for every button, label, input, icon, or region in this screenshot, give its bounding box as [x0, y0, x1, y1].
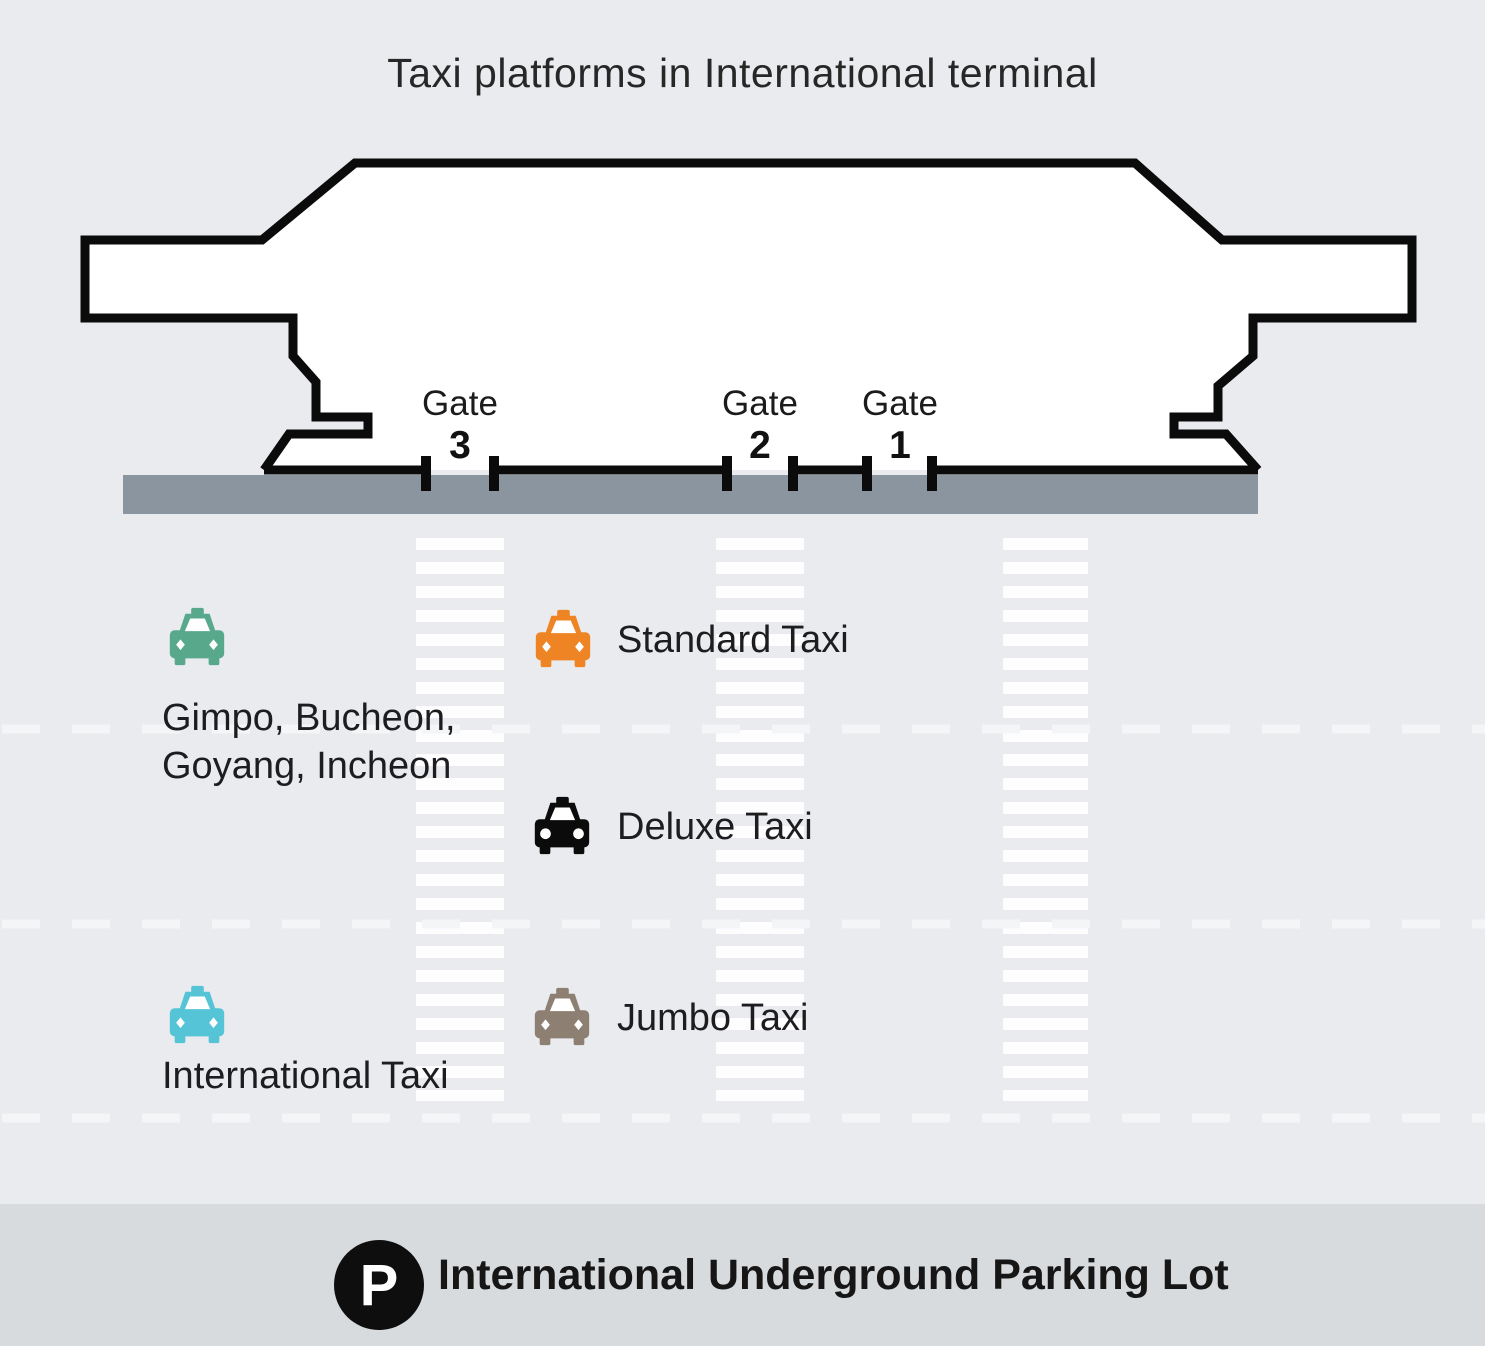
gate2-right-tick — [788, 456, 798, 491]
deluxe-taxi-label: Deluxe Taxi — [617, 806, 813, 848]
lane-dashes — [2, 724, 1485, 1123]
international-taxi-icon — [169, 985, 225, 1044]
gate2-left-tick — [722, 456, 732, 491]
parking-band — [0, 1204, 1485, 1346]
standard-taxi-label: Standard Taxi — [617, 619, 849, 661]
parking-symbol: P — [359, 1252, 399, 1318]
road-bar — [123, 475, 1258, 514]
regional-destinations-line2: Goyang, Incheon — [162, 745, 452, 787]
gate-2-word: Gate — [722, 384, 798, 423]
gate-3-number: 3 — [449, 424, 471, 467]
crosswalk-gate3 — [416, 538, 504, 1101]
page-title: Taxi platforms in International terminal — [387, 50, 1098, 96]
gate1-left-tick — [862, 456, 872, 491]
international-taxi-label: International Taxi — [162, 1055, 449, 1097]
jumbo-taxi-label: Jumbo Taxi — [617, 997, 809, 1039]
gate-1-label: Gate 1 — [830, 386, 970, 465]
regional-taxi-icon — [169, 607, 225, 666]
gate-1-number: 1 — [889, 424, 911, 467]
standard-taxi-icon — [535, 609, 591, 668]
crosswalk-gate2 — [716, 538, 804, 1101]
gate-3-word: Gate — [422, 384, 498, 423]
regional-taxi-destinations: Gimpo, Bucheon, Goyang, Incheon — [162, 694, 456, 790]
terminal-outline — [80, 158, 1417, 473]
gate-2-number: 2 — [749, 424, 771, 467]
deluxe-taxi-icon — [534, 796, 590, 855]
gate3-right-tick — [489, 456, 499, 491]
gate-ticks — [421, 456, 937, 491]
crosswalk-gate1 — [1003, 538, 1088, 1101]
parking-icon: P — [334, 1240, 424, 1330]
gate-1-word: Gate — [862, 384, 938, 423]
terminal-building — [85, 163, 1412, 470]
gate3-left-tick — [421, 456, 431, 491]
regional-destinations-line1: Gimpo, Bucheon, — [162, 697, 456, 739]
jumbo-taxi-icon — [534, 987, 590, 1046]
gate-3-label: Gate 3 — [390, 386, 530, 465]
gate1-right-tick — [927, 456, 937, 491]
parking-label: International Underground Parking Lot — [438, 1250, 1229, 1299]
gate-2-label: Gate 2 — [690, 386, 830, 465]
